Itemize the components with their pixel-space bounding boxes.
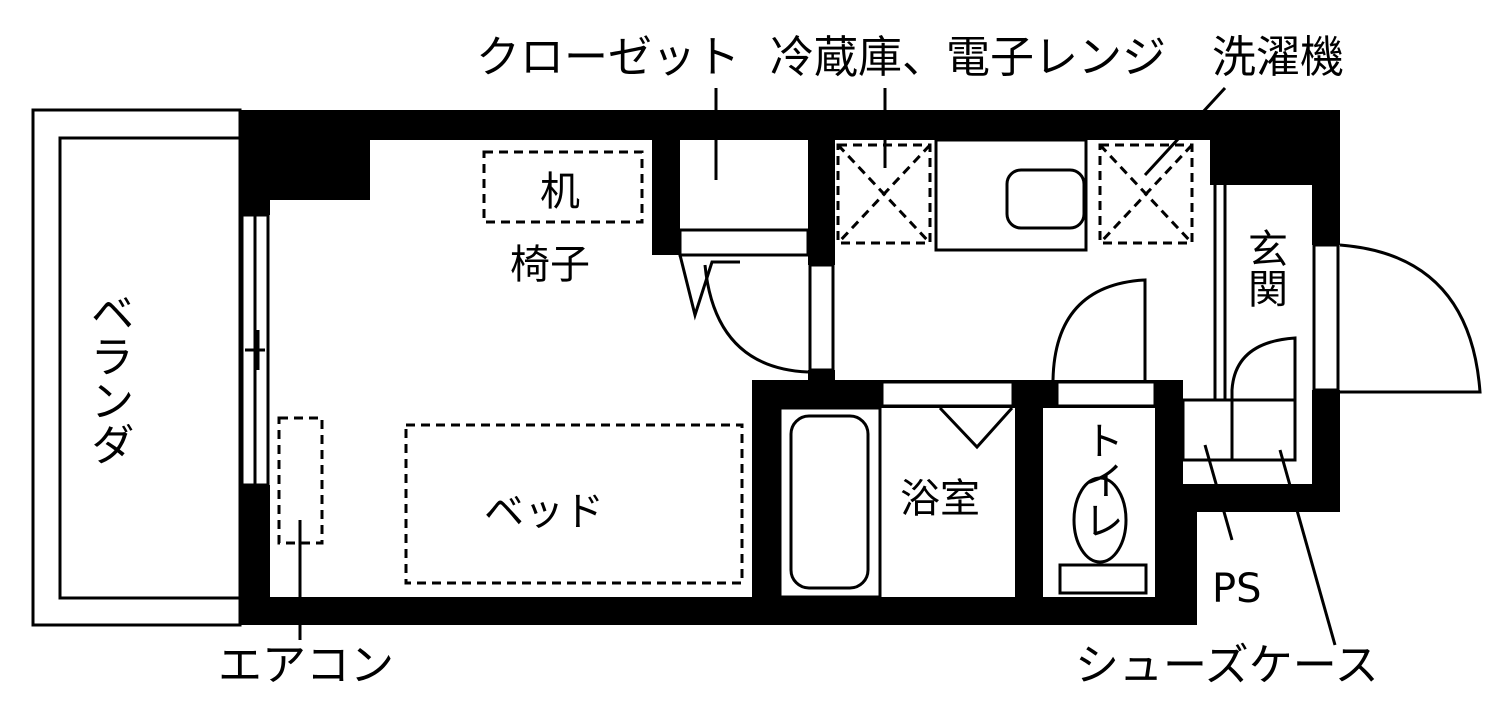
toilet-fixture [1058,476,1148,595]
label-washer: 洗濯機 [1212,32,1344,83]
label-bed: ベッド [484,489,604,535]
label-fridge-microwave: 冷蔵庫、電子レンジ [770,32,1166,83]
bath-door[interactable] [880,380,1015,450]
label-bathroom: 浴室 [900,476,980,522]
label-toilet: トイレ [1077,420,1123,540]
label-closet: クローゼット [476,32,740,83]
toilet-door[interactable] [1051,278,1157,408]
bed [404,423,744,585]
kitchen-door[interactable] [703,263,835,374]
desk [482,150,644,224]
closet [678,228,810,321]
washer-space [1098,143,1194,245]
sink [934,138,1088,252]
bathtub [778,406,882,599]
label-chair: 椅子 [510,242,590,288]
label-veranda: ベランダ [83,290,134,466]
label-ps: PS [1212,566,1262,612]
air-conditioner [277,416,324,545]
veranda [31,108,242,627]
label-entrance: 玄関 [1241,228,1287,308]
window [240,213,270,487]
leader-lines [298,86,1337,646]
entrance [1181,185,1297,462]
label-desk: 机 [540,169,580,215]
label-air-conditioner: エアコン [218,640,394,691]
label-shoe-case: シューズケース [1075,640,1379,691]
front-door[interactable] [1312,243,1482,394]
